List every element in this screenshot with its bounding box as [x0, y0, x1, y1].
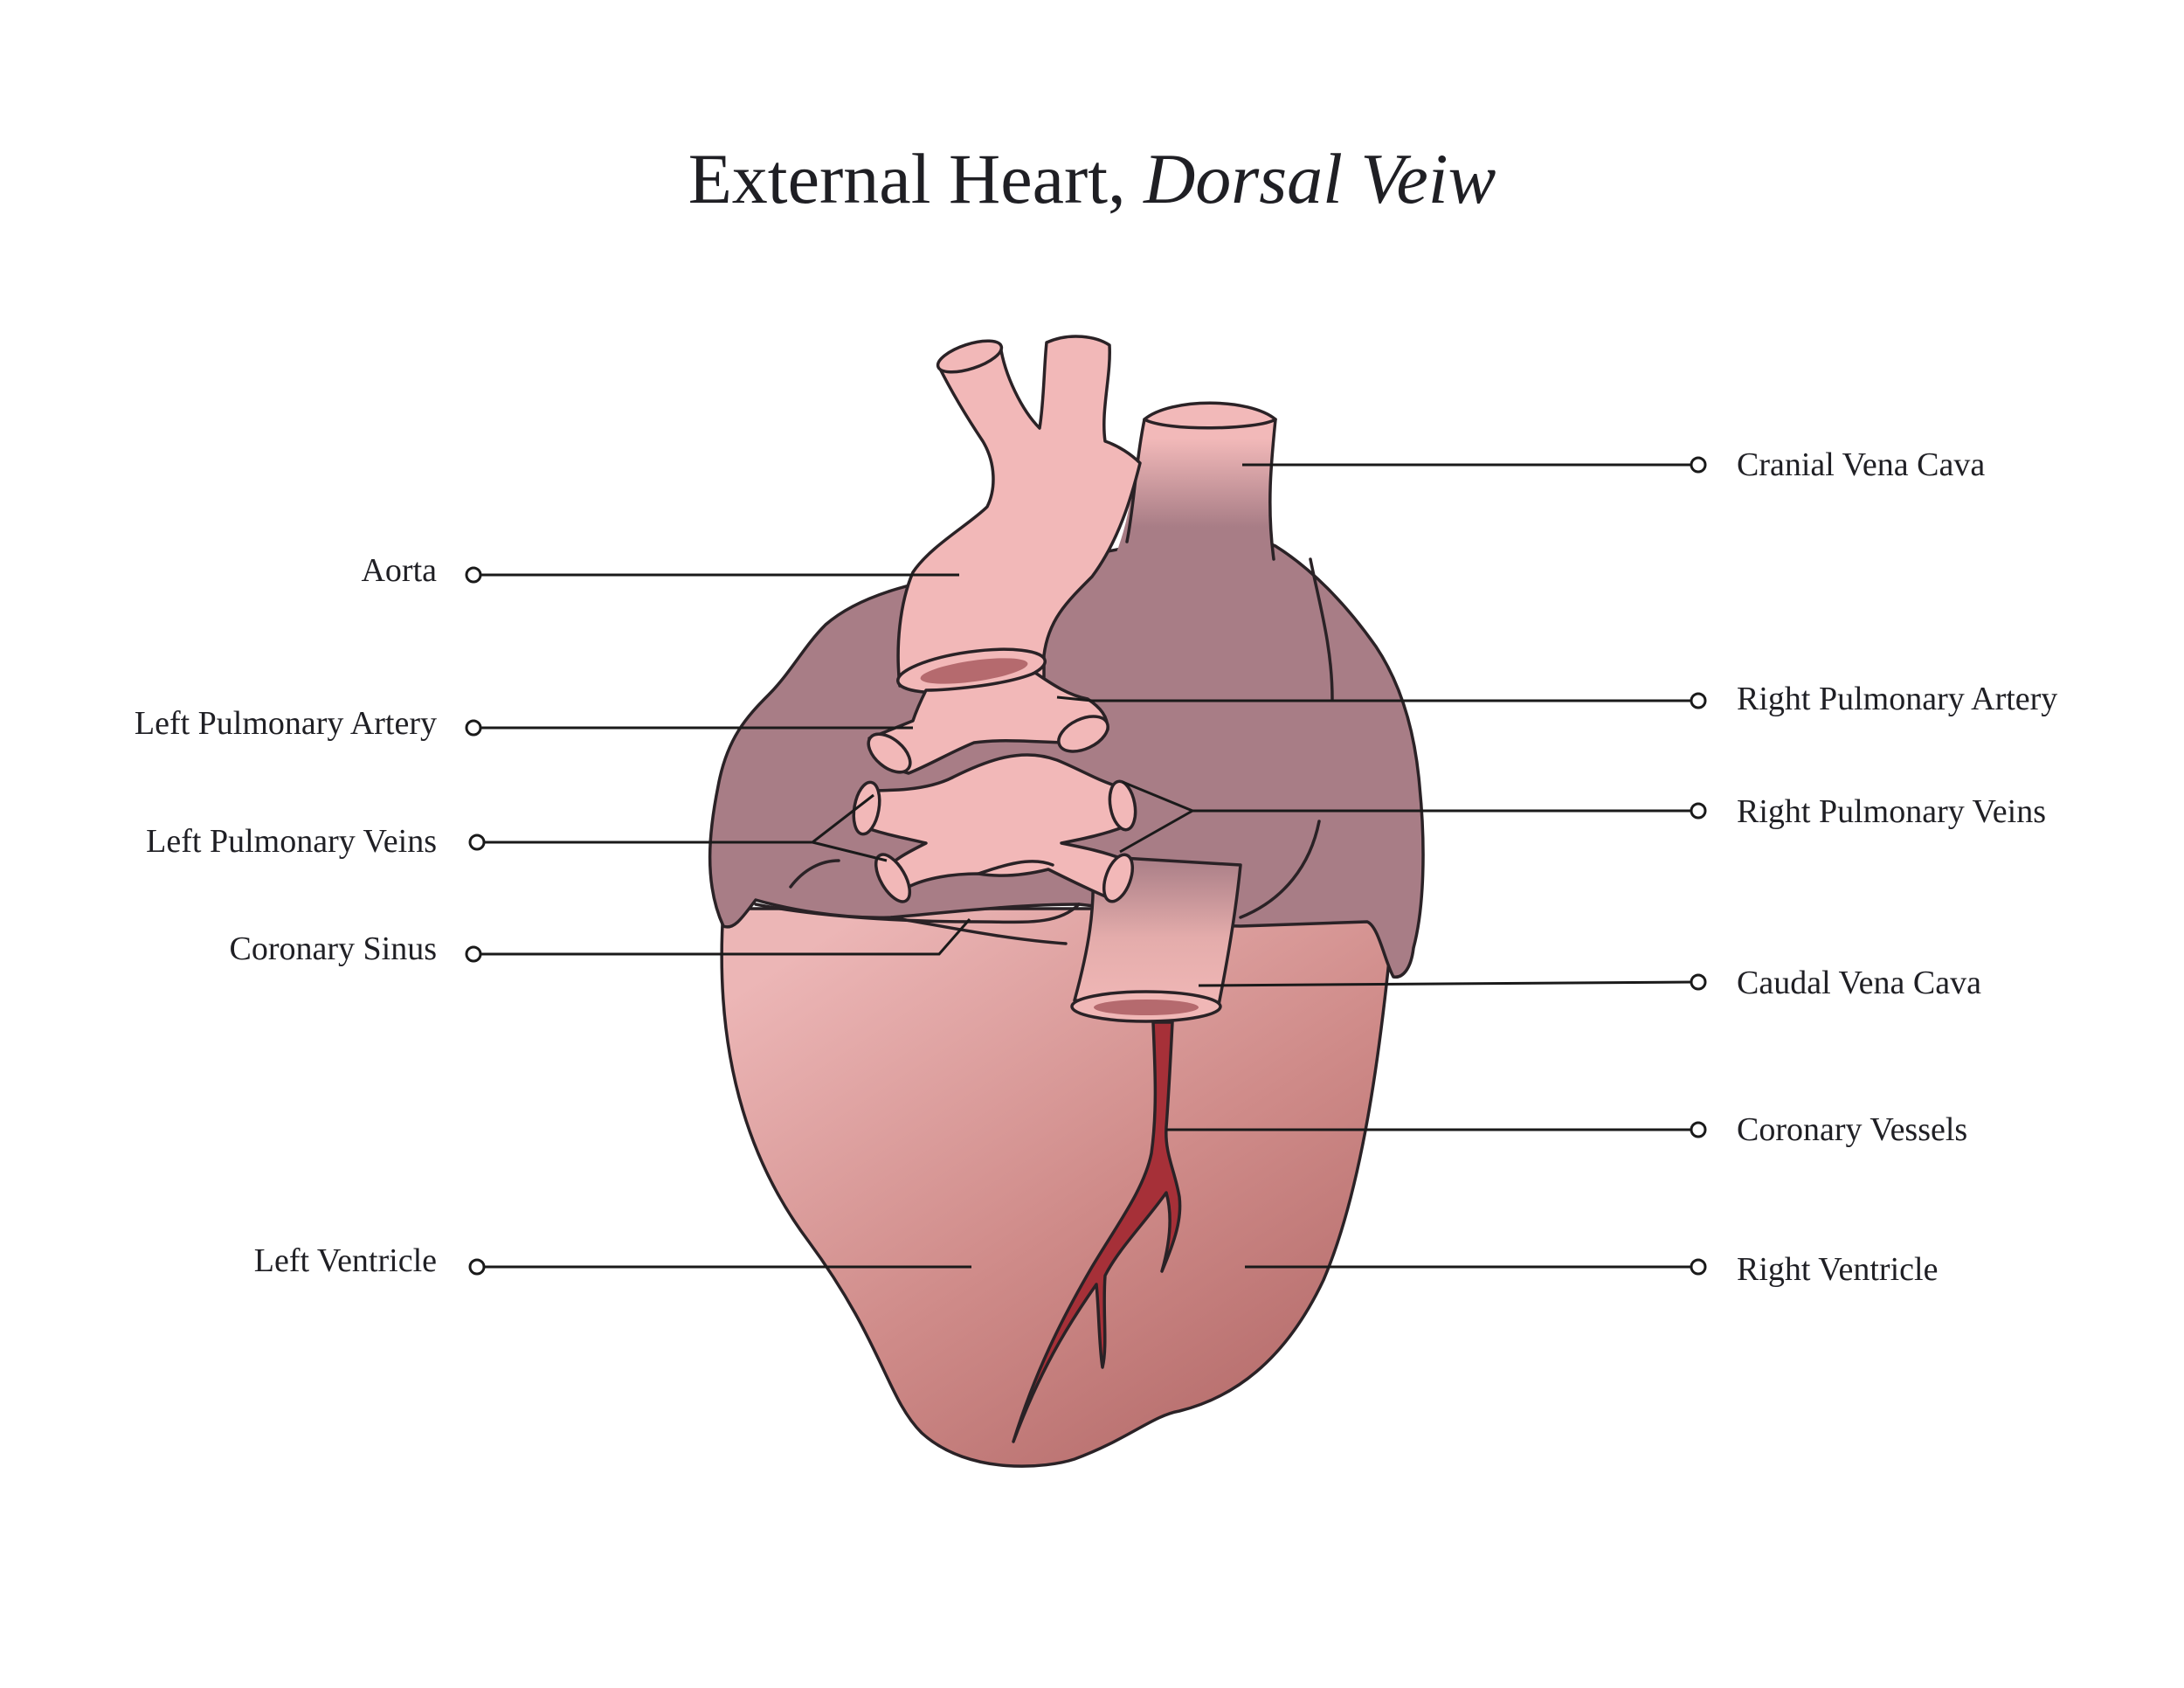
caudal-vena-cava-lumen: [1094, 1000, 1199, 1015]
label-coronary-sinus: Coronary Sinus: [230, 930, 438, 967]
pin-aorta: [465, 566, 482, 584]
diagram-title: External Heart, Dorsal Veiw: [688, 139, 1496, 218]
label-left-pulmonary-artery: Left Pulmonary Artery: [135, 705, 437, 742]
pin-coronary-sinus: [465, 945, 482, 963]
label-left-ventricle: Left Ventricle: [254, 1242, 437, 1279]
label-caudal-vena-cava: Caudal Vena Cava: [1737, 965, 1981, 1001]
left-leaders: [465, 566, 971, 1276]
aorta-top-opening: [936, 339, 1004, 374]
label-aorta: Aorta: [361, 552, 437, 589]
right-leaders: [1056, 456, 1707, 1276]
coronary-vessel-shape: [1012, 1020, 1182, 1443]
pin-left-pulmonary-veins: [468, 834, 486, 851]
label-coronary-vessels: Coronary Vessels: [1737, 1111, 1967, 1148]
title-main: External Heart,: [688, 139, 1144, 218]
pin-left-ventricle: [468, 1258, 486, 1276]
leader-right-pulmonary-veins-fork: [1119, 780, 1196, 854]
pin-left-pulmonary-artery: [465, 719, 482, 737]
left-labels: Aorta Left Pulmonary Artery Left Pulmona…: [135, 552, 437, 1279]
label-left-pulmonary-veins: Left Pulmonary Veins: [146, 823, 437, 860]
pin-right-ventricle: [1690, 1258, 1707, 1276]
aorta-shape: [896, 335, 1142, 688]
coronary-sinus-shape: [754, 903, 1081, 924]
leader-left-pulmonary-veins-fork: [809, 793, 888, 862]
heart-illustration: [708, 335, 1425, 1468]
pin-cranial-vena-cava: [1690, 456, 1707, 474]
leader-coronary-sinus: [479, 918, 971, 956]
pin-right-pulmonary-veins: [1690, 802, 1707, 820]
leader-right-pulmonary-artery: [1056, 695, 1693, 702]
pin-coronary-vessels: [1690, 1121, 1707, 1138]
title-italic: Dorsal Veiw: [1143, 139, 1496, 218]
label-cranial-vena-cava: Cranial Vena Cava: [1737, 446, 1985, 483]
aorta-lumen: [920, 658, 1028, 684]
right-labels: Cranial Vena Cava Right Pulmonary Artery…: [1737, 446, 2057, 1288]
pin-right-pulmonary-artery: [1690, 692, 1707, 709]
label-right-pulmonary-veins: Right Pulmonary Veins: [1737, 793, 2046, 830]
label-right-ventricle: Right Ventricle: [1737, 1251, 1938, 1288]
label-right-pulmonary-artery: Right Pulmonary Artery: [1737, 681, 2057, 717]
leader-caudal-vena-cava: [1198, 980, 1694, 987]
ventricles: [720, 907, 1393, 1468]
pin-caudal-vena-cava: [1690, 973, 1707, 991]
